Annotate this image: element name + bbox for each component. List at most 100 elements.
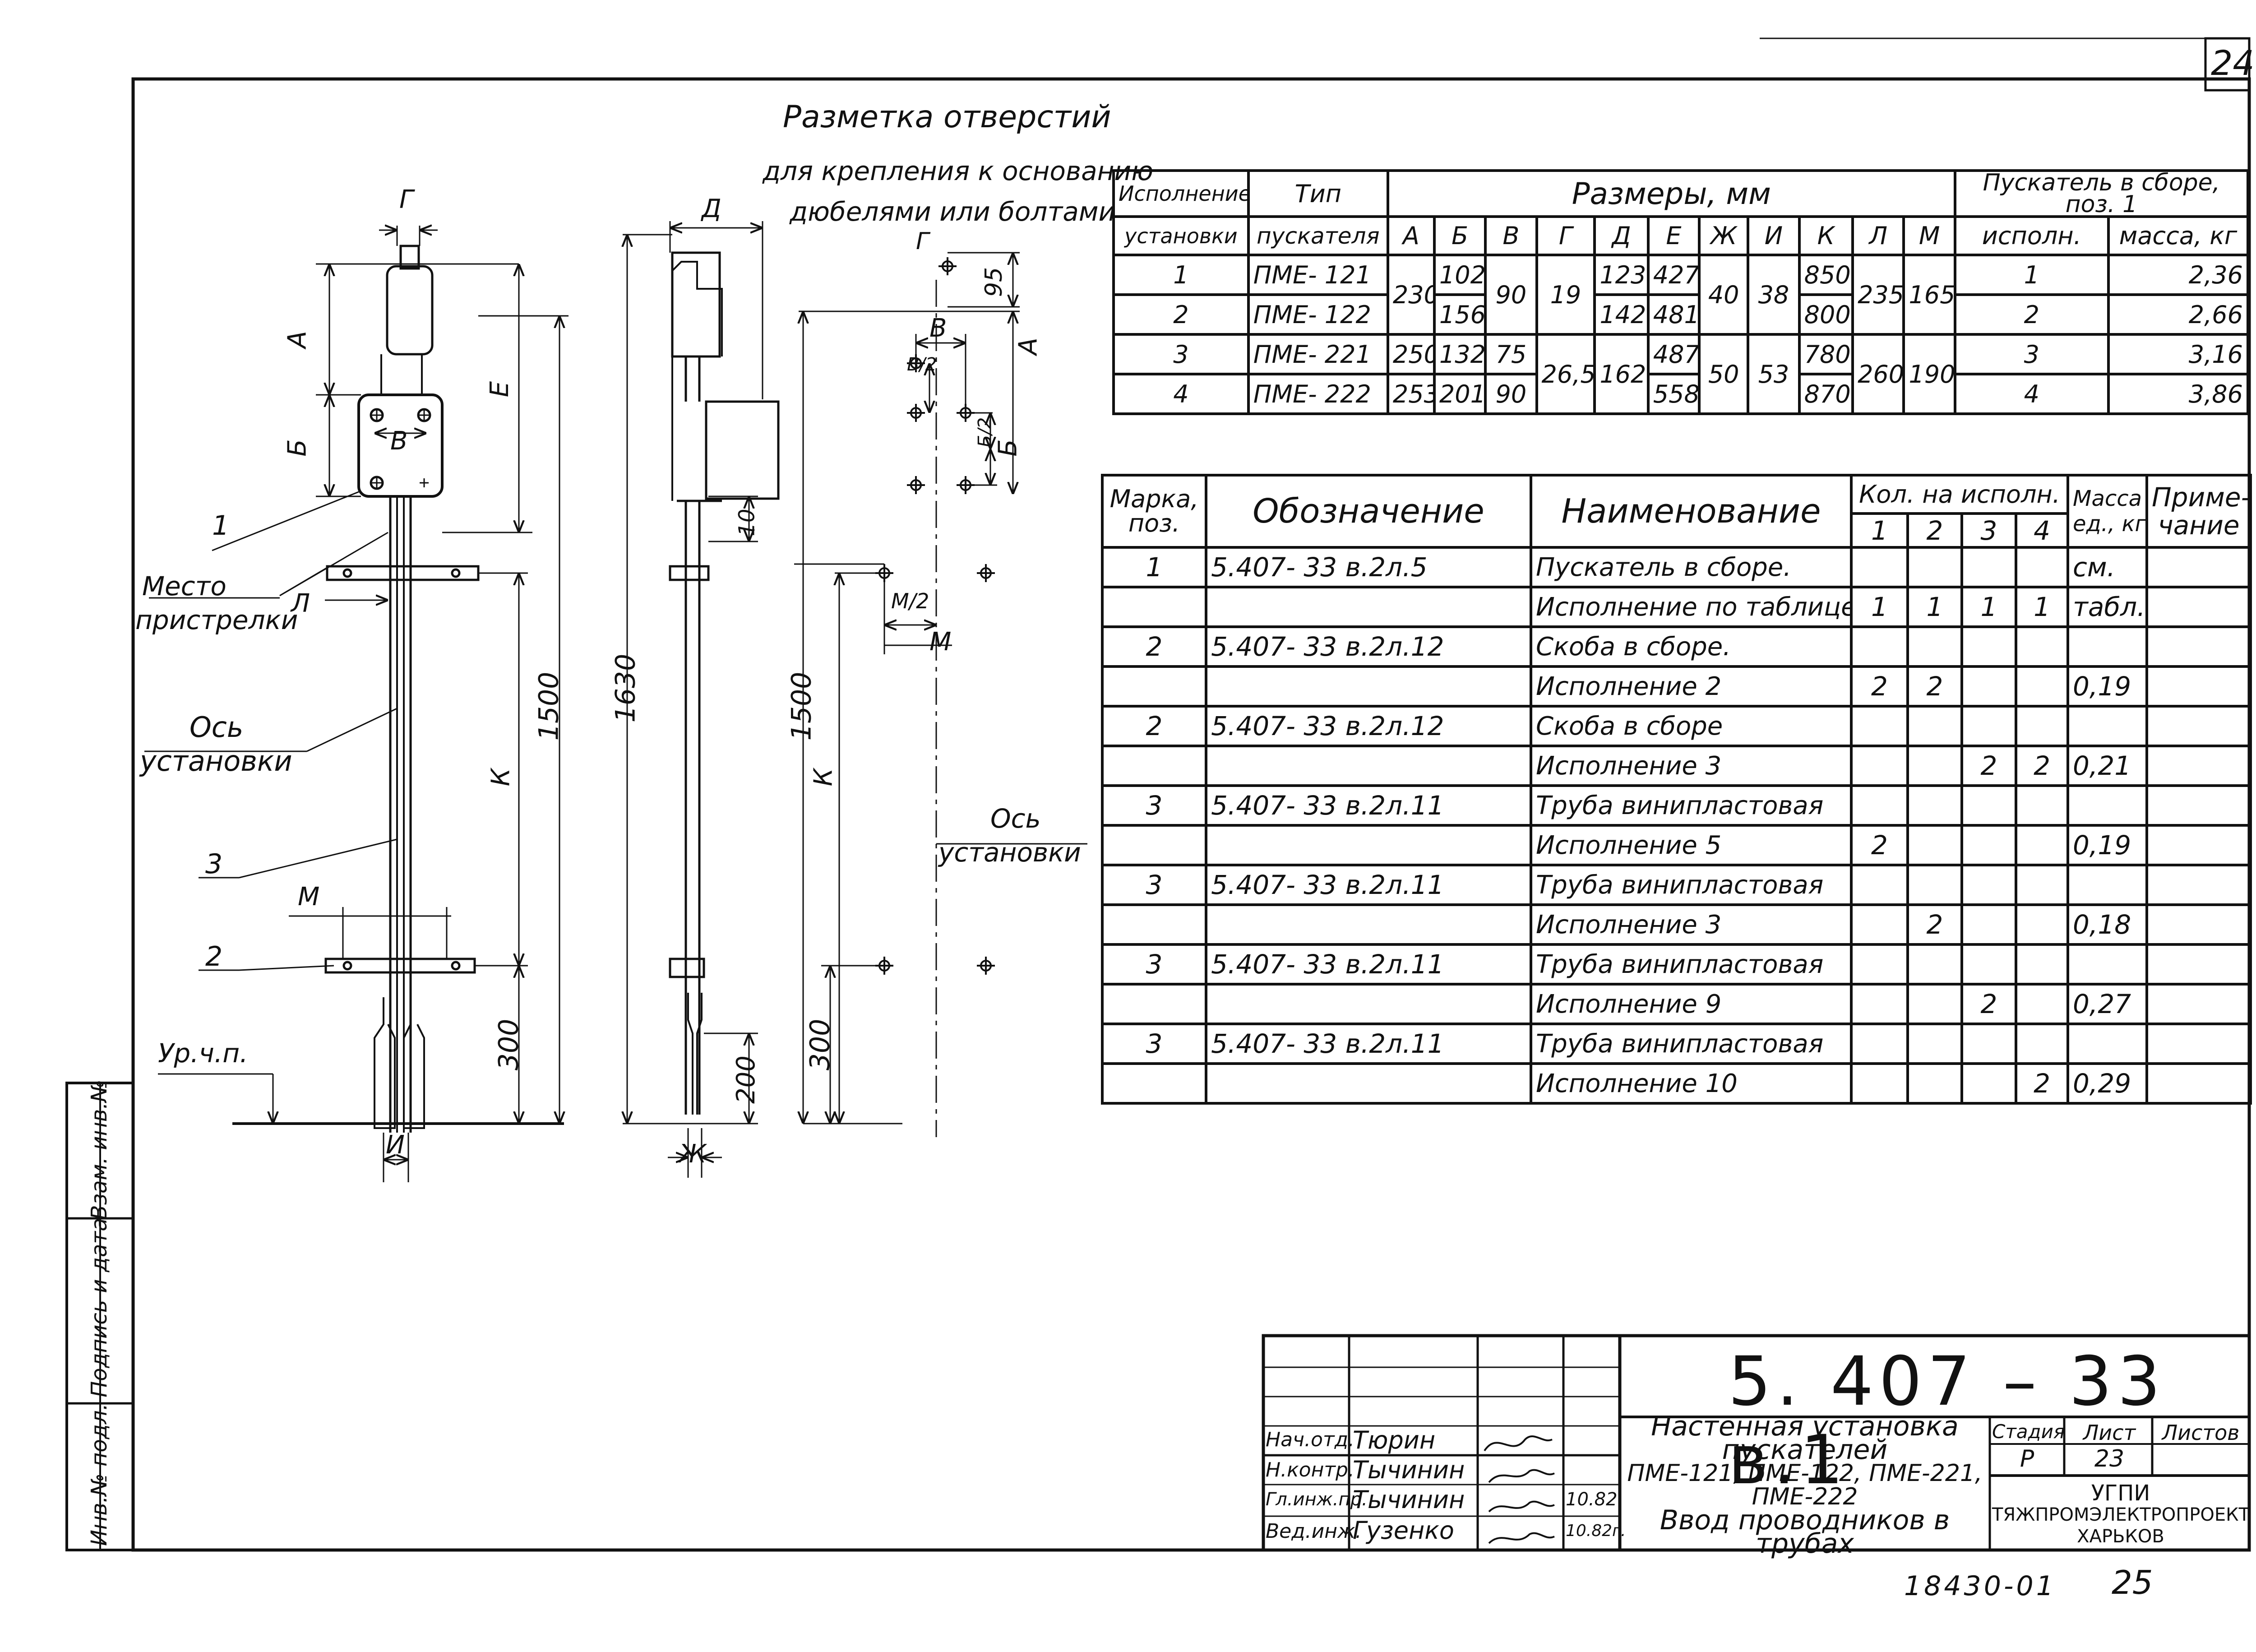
specification-table: Марка, поз. Обозначение Наименование Кол…: [1101, 474, 2252, 1105]
hdr-col-e: Е: [1646, 215, 1701, 256]
spec-unit-mass: [2066, 1023, 2149, 1065]
doc-title: Настенная установка пускателей ПМЕ-121, …: [1624, 1411, 1985, 1557]
spec-note: [2145, 1023, 2252, 1065]
cell-k: 850: [1798, 254, 1854, 296]
signer-role: Вед.инж.: [1266, 1520, 1362, 1543]
spec-qty-1: [1850, 983, 1909, 1025]
spec-note: [2145, 705, 2252, 747]
callout-axis-line2: установки: [140, 745, 292, 777]
organization: УГПИ ТЯЖПРОМЭЛЕКТРОПРОЕКТ ХАРЬКОВ: [1992, 1481, 2250, 1547]
callout-place-line2: пристрелки: [135, 605, 298, 635]
cell-v: 75: [1484, 333, 1538, 375]
spec-unit-mass: см.: [2066, 546, 2149, 588]
signatures: [1484, 1435, 1555, 1544]
hdr-ispoln: исполн.: [1953, 215, 2110, 256]
cell-i: 38: [1747, 254, 1801, 336]
hdr-qty-4: 4: [2014, 512, 2070, 549]
starter-cap: [399, 245, 420, 270]
hdr-designation: Обозначение: [1205, 474, 1532, 549]
spec-qty-1: [1850, 705, 1909, 747]
hdr-col-i: И: [1747, 215, 1801, 256]
hdr-note-line2: чание: [2158, 510, 2240, 541]
spec-designation: [1205, 824, 1532, 866]
cell-exec: 1: [1112, 254, 1250, 296]
spec-note: [2145, 586, 2252, 628]
cell-m: 190: [1902, 333, 1956, 415]
spec-qty-1: [1850, 1023, 1909, 1065]
hdr-assy-line1: Пускатель в сборе,: [1983, 171, 2220, 196]
org-line3: ХАРЬКОВ: [2077, 1526, 2164, 1547]
signer-role: Н.контр.: [1266, 1458, 1355, 1481]
spec-qty-3: [1960, 625, 2017, 668]
spec-unit-mass: 0,29: [2066, 1062, 2149, 1105]
cell-i: 53: [1747, 333, 1801, 415]
spec-mark: [1101, 824, 1207, 866]
spec-qty-2: [1906, 983, 1963, 1025]
starter-side: [671, 251, 721, 358]
cell-l: 260: [1851, 333, 1905, 415]
signer-name: Гузенко: [1353, 1516, 1454, 1545]
org-line1: УГПИ: [2091, 1481, 2150, 1506]
hdr-stage: Стадия: [1992, 1421, 2065, 1443]
spec-unit-mass: [2066, 864, 2149, 906]
spec-qty-2: [1906, 1062, 1963, 1105]
hdr-col-d: Д: [1593, 215, 1650, 256]
dim3-m2-label: М/2: [891, 589, 929, 613]
hdr-exec-line1: Исполнение: [1112, 169, 1250, 218]
dim-a-label: А: [282, 331, 312, 348]
spec-name: Скоба в сборе: [1530, 705, 1853, 747]
spec-qty-4: [2014, 903, 2070, 946]
holes-title-line2: для крепления к основанию: [763, 156, 1154, 186]
spec-qty-4: [2014, 824, 2070, 866]
spec-qty-1: [1850, 864, 1909, 906]
cell-mass: 3,16: [2107, 333, 2250, 375]
hdr-mark-line2: поз.: [1128, 509, 1180, 537]
hdr-col-a: А: [1386, 215, 1436, 256]
signer-name: Тычинин: [1353, 1485, 1465, 1514]
dim3-a-label: А: [1013, 338, 1043, 355]
hdr-col-b: Б: [1433, 215, 1487, 256]
dim-300-label: 300: [493, 1018, 525, 1071]
callout-axis-line1: Ось: [190, 711, 244, 744]
spec-qty-3: [1960, 546, 2017, 588]
hdr-qty-1: 1: [1850, 512, 1909, 549]
spec-qty-2: [1906, 943, 1963, 986]
spec-unit-mass: табл.: [2066, 586, 2149, 628]
doc-title-line1: Настенная установка: [1651, 1411, 1959, 1442]
spec-qty-4: [2014, 705, 2070, 747]
cell-type: ПМЕ- 222: [1247, 373, 1389, 415]
spec-mark: 1: [1101, 546, 1207, 588]
spec-qty-4: [2014, 546, 2070, 588]
cell-e: 487: [1646, 333, 1701, 375]
hdr-type-line2: пускателя: [1247, 215, 1389, 256]
spec-name: Труба винипластовая: [1530, 943, 1853, 986]
spec-qty-2: [1906, 546, 1963, 588]
dim-b-label: Б: [282, 439, 312, 457]
spec-note: [2145, 943, 2252, 986]
spec-designation: [1205, 903, 1532, 946]
hdr-sheet: Лист: [2083, 1421, 2136, 1445]
stage-value: Р: [2020, 1445, 2034, 1472]
hdr-exec-line2: установки: [1112, 215, 1250, 256]
cell-a: 230: [1386, 254, 1436, 336]
holes-title-line3: дюбелями или болтами: [790, 196, 1116, 227]
dimensions-table: Исполнение Тип Размеры, мм Пускатель в с…: [1112, 169, 2250, 415]
cell-k: 800: [1798, 293, 1854, 336]
spec-mark: [1101, 983, 1207, 1025]
dim-1500-label: 1500: [533, 671, 565, 741]
cell-exec: 4: [1112, 373, 1250, 415]
org-line2: ТЯЖПРОМЭЛЕКТРОПРОЕКТ: [1992, 1504, 2250, 1525]
spec-qty-3: [1960, 784, 2017, 827]
spec-mark: 3: [1101, 1023, 1207, 1065]
spec-designation: 5.407- 33 в.2л.11: [1205, 864, 1532, 906]
cell-isp: 3: [1953, 333, 2110, 375]
spec-qty-1: [1850, 903, 1909, 946]
spec-qty-1: 2: [1850, 824, 1909, 866]
dim-e-label: Е: [485, 381, 515, 398]
